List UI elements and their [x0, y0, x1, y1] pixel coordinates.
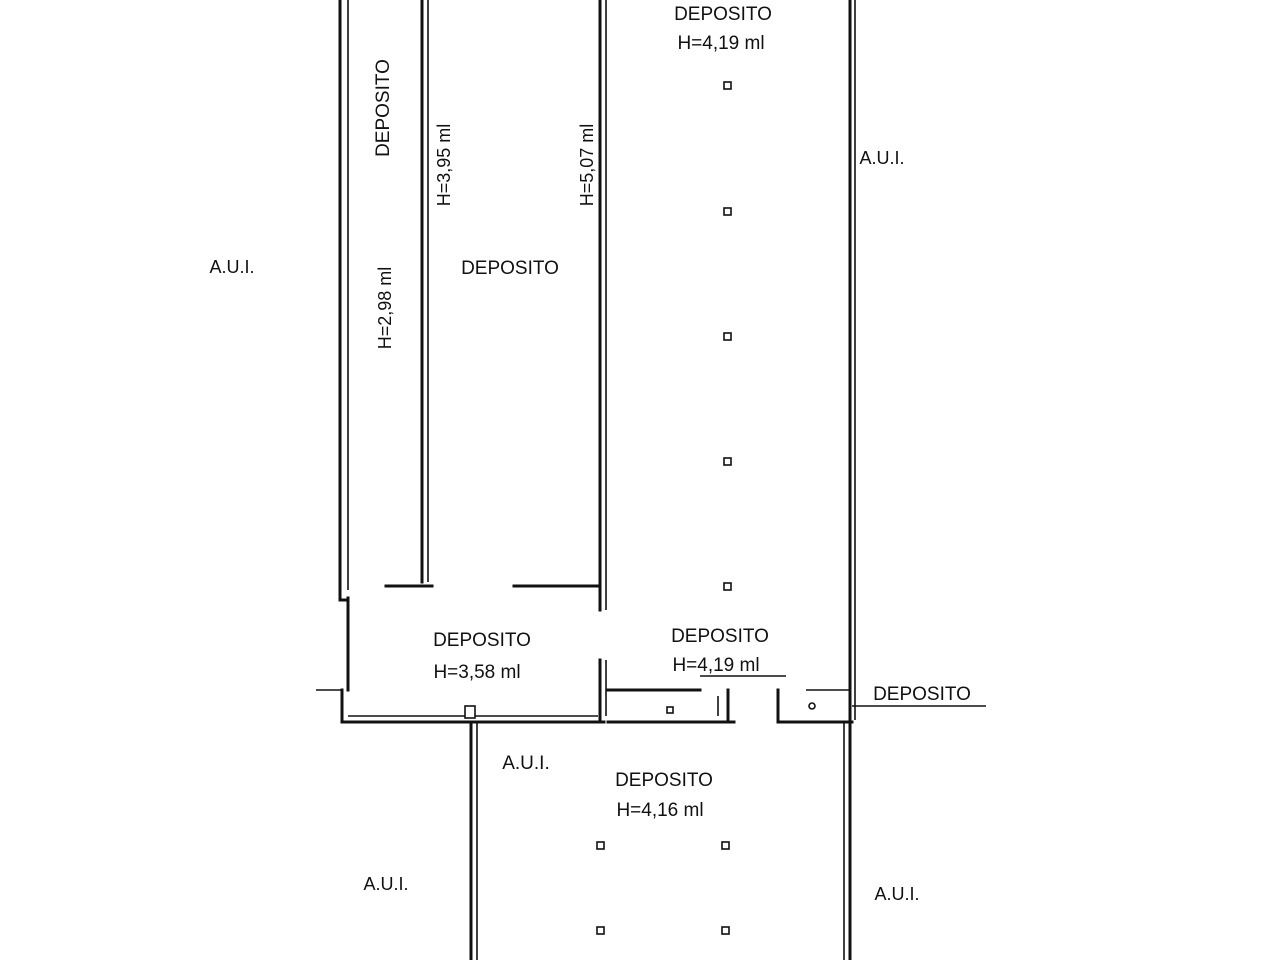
middle-room-name: DEPOSITO — [461, 258, 559, 279]
pillar — [596, 841, 605, 850]
wall-pilaster — [464, 705, 476, 719]
neighbor-center: A.U.I. — [502, 753, 550, 774]
narrow-room-height-a: H=2,98 ml — [375, 267, 395, 350]
top-right-room-name: DEPOSITO — [674, 4, 772, 25]
neighbor-bottom-left: A.U.I. — [363, 874, 408, 894]
top-right-room-height: H=4,19 ml — [677, 33, 764, 54]
corridor-room-name: DEPOSITO — [873, 684, 971, 705]
lower-left-room-name: DEPOSITO — [433, 630, 531, 651]
bottom-room-name: DEPOSITO — [615, 770, 713, 791]
pillar — [723, 582, 732, 591]
lower-mid-room-name: DEPOSITO — [671, 626, 769, 647]
neighbor-left: A.U.I. — [209, 257, 254, 277]
narrow-room-name: DEPOSITO — [373, 59, 394, 157]
neighbor-labels: A.U.I. A.U.I. A.U.I. A.U.I. A.U.I. — [209, 148, 919, 904]
pillar — [596, 926, 605, 935]
pillar — [666, 706, 674, 714]
pillar — [723, 81, 732, 90]
pillar — [723, 332, 732, 341]
pillar — [721, 841, 730, 850]
bottom-room-height: H=4,16 ml — [616, 800, 703, 821]
pillar — [721, 926, 730, 935]
neighbor-right-top: A.U.I. — [859, 148, 904, 168]
neighbor-bottom-right: A.U.I. — [874, 884, 919, 904]
lower-mid-room-height: H=4,19 ml — [672, 655, 759, 676]
pillar — [723, 207, 732, 216]
pillar — [723, 457, 732, 466]
walls — [316, 0, 986, 960]
lower-left-room-height: H=3,58 ml — [433, 662, 520, 683]
narrow-room-height-b: H=3,95 ml — [434, 124, 454, 207]
room-labels: DEPOSITO H=4,19 ml DEPOSITO H=2,98 ml H=… — [373, 4, 971, 821]
pillars — [596, 81, 816, 935]
middle-room-height: H=5,07 ml — [577, 124, 597, 207]
pillar — [808, 702, 816, 710]
